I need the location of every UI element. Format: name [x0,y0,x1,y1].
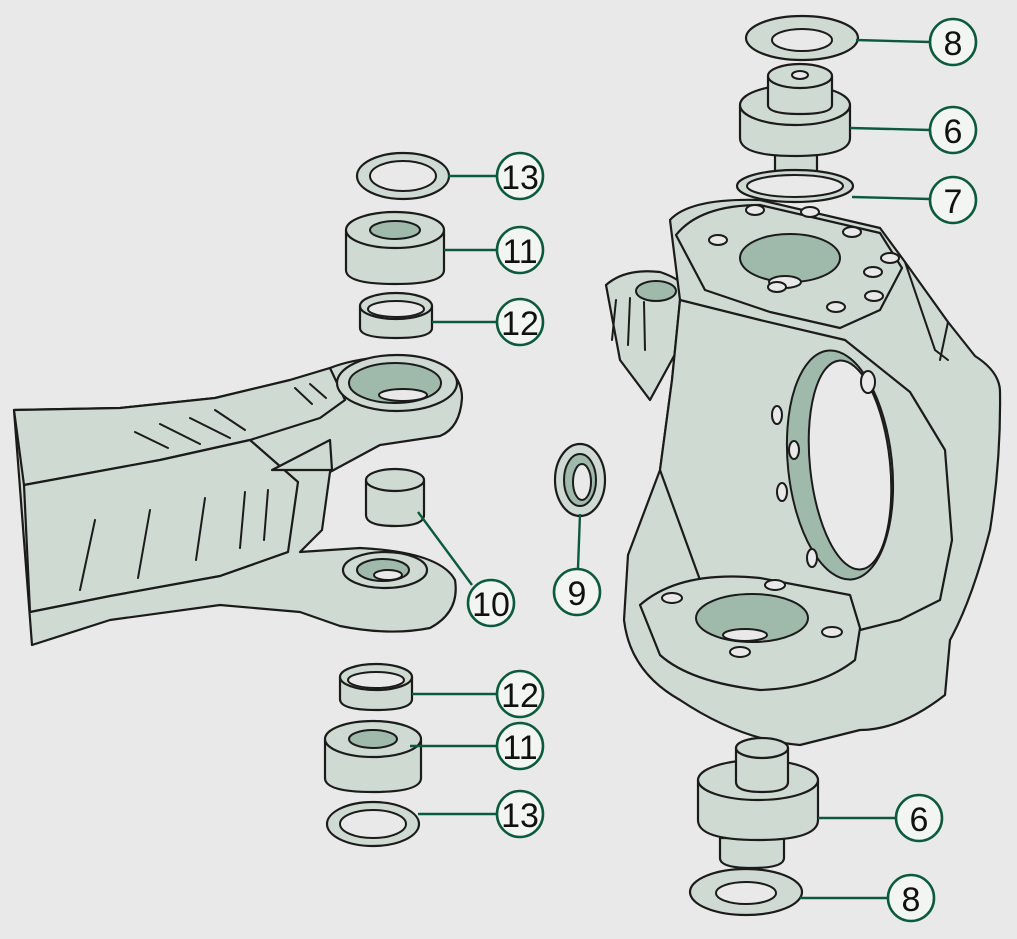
leader-10 [417,511,473,586]
leader-6-top [849,126,931,132]
callout-8-top: 8 [928,17,978,67]
part-11-bottom-bearing [323,719,423,794]
callout-12-bottom: 12 [495,669,545,719]
callout-label: 12 [501,677,539,715]
callout-label: 11 [502,729,537,767]
callout-12-top: 12 [495,297,545,347]
part-7-shim [735,168,855,204]
callout-6-bottom: 6 [894,793,944,843]
callout-label: 8 [944,25,963,63]
part-11-top-bearing [344,210,446,286]
part-6-bottom-pin [696,736,820,870]
callout-7: 7 [928,175,978,225]
callout-label: 8 [902,881,921,919]
callout-label: 6 [910,801,929,839]
callout-11-bottom: 11 [495,721,545,771]
callout-label: 13 [501,159,539,197]
callout-6-top: 6 [928,105,978,155]
callout-13-bottom: 13 [495,789,545,839]
part-12-top-ring [358,291,434,340]
part-9-seal [553,442,607,518]
part-8-top-washer [744,14,860,62]
callout-11-top: 11 [495,225,545,275]
part-12-bottom-ring [338,662,414,712]
callout-label: 12 [501,305,539,343]
part-13-bottom-washer [325,800,421,848]
callout-9: 9 [552,567,602,617]
callout-13-top: 13 [495,151,545,201]
callout-label: 13 [501,797,539,835]
part-10-king-pin [364,467,426,528]
axle-beam [12,353,464,647]
callout-label: 11 [502,233,537,271]
callout-label: 7 [944,183,963,221]
part-13-top-washer [355,151,451,201]
callout-8-bottom: 8 [886,873,936,923]
leader-9 [576,513,582,569]
part-8-bottom-washer [688,867,804,917]
leader-7 [851,195,931,201]
callout-label: 10 [472,586,510,624]
callout-label: 6 [944,113,963,151]
callout-label: 9 [568,575,587,613]
callout-10: 10 [466,578,516,628]
callouts: 8 6 7 13 11 12 9 10 [410,17,978,923]
steering-knuckle [604,198,1002,747]
leader-8-top [855,38,931,44]
